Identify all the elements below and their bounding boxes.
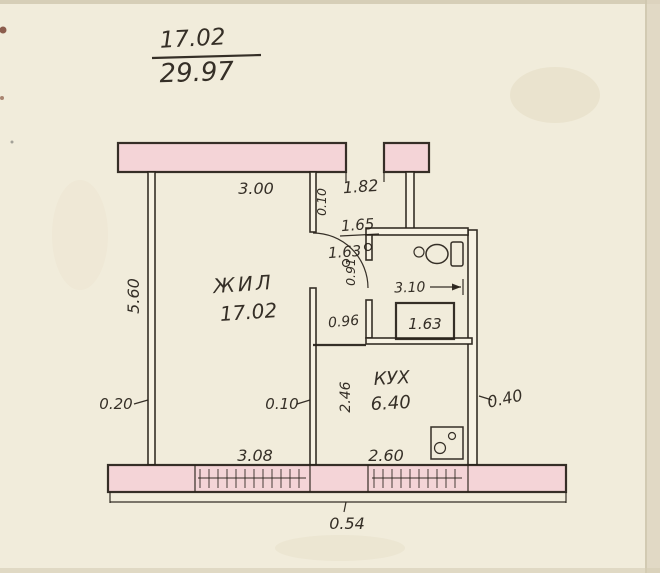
bathtub-outline [394,301,456,341]
dim-hall-a: 1.65 [340,215,375,235]
dim-left-height: 5.60 [124,278,143,314]
bath-left-wall-lower [365,299,373,339]
paper-speck [0,96,4,100]
partition-leader [296,399,311,405]
stove [430,426,464,460]
bath-top-wall [365,227,469,236]
living-room-label: ЖИЛ [210,270,274,298]
toilet [425,241,464,267]
window-hatch-right [373,469,456,488]
toilet-tank [450,241,464,267]
dimension-marks [109,233,567,513]
paper-stain [275,535,405,561]
door-hinge-mark [341,258,351,268]
left-wall-leader [133,399,149,405]
top-wall-band [116,141,348,174]
stove-outline [430,426,464,460]
kitchen-area: 6.40 [370,392,411,415]
paper-stain [510,67,600,123]
toilet-bowl [425,243,449,265]
title-numerator: 17.02 [159,24,226,53]
bottom-dim-ticks [109,492,567,513]
left-wall [147,171,156,466]
entry-duct-wall [405,171,415,233]
door-swing-arc [312,232,369,289]
dim-top-wall: 3.00 [238,179,274,198]
dim-kitchen-depth: 2.46 [338,381,354,412]
title-fraction: 17.02 29.97 [151,24,262,90]
hall-dim-underline [339,233,380,237]
right-wall-leader [478,395,493,401]
window-hatch-left [199,469,300,488]
dim-bath-width: 3.10 [394,279,426,296]
dimension-labels: 3.00 1.82 1.65 1.63 0.10 0.91 3.10 0.96 … [99,176,524,533]
title-denominator: 29.97 [159,57,235,90]
bottom-wall-band [106,463,568,494]
paper-speck [0,26,7,34]
bath-area-label: 1.63 [408,315,441,333]
dim-opening: 0.96 [327,313,360,332]
paper-stain [52,180,108,290]
living-partition-lower [309,287,317,466]
paper-speck [10,140,14,144]
dim-bottom-left: 3.08 [237,446,273,465]
paper-crease-right [645,0,660,573]
room-labels: ЖИЛ 17.02 КУХ 6.40 [210,270,411,415]
washbasin [413,246,425,258]
dim-entry-opening: 1.82 [342,176,379,197]
dim-bottom-right: 2.60 [368,446,404,465]
stove-burner [447,431,457,441]
fixtures: 1.63 [394,241,464,460]
dim-partition: 0.10 [265,395,298,413]
dim-bottom-offset: 0.54 [329,514,365,533]
bath-width-arrowhead [452,283,461,291]
top-wall-band-right [382,141,431,174]
kitchen-label: КУХ [373,367,411,390]
door-hinge-mark [363,242,373,252]
living-room-area: 17.02 [219,298,278,326]
right-wall [467,229,478,466]
bottom-wall-ticks [194,465,469,492]
dim-left-wall: 0.20 [99,395,132,413]
dim-hall-b: 1.63 [327,242,362,262]
stove-burner [433,441,447,455]
living-partition-upper [309,171,317,233]
fraction-line [151,53,262,60]
dim-door-width: 0.91 [343,258,358,286]
paper-edge-top [0,0,660,4]
top-opening-ticks [345,172,385,182]
paper-edge-bottom [0,568,660,573]
walls [106,141,568,494]
dim-partition-top: 0.10 [314,188,329,216]
bathtub: 1.63 [394,301,456,341]
